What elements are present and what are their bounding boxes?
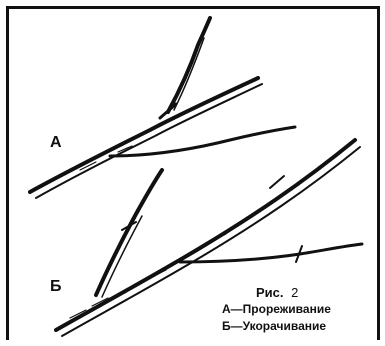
caption-number: 2 — [291, 285, 298, 300]
branch-a-lower-shoot — [110, 127, 295, 156]
branch-a-main-stem — [30, 78, 258, 192]
figure-caption: Рис. 2 А—Прореживание Б—Укорачивание — [222, 284, 331, 335]
branch-a-upright-shoot — [168, 18, 210, 112]
label-b: Б — [50, 278, 62, 296]
legend-item-a: А—Прореживание — [222, 301, 331, 318]
caption-title-line: Рис. 2 — [256, 284, 331, 301]
branch-b-cut-main — [270, 176, 284, 188]
legend-item-b: Б—Укорачивание — [222, 318, 331, 335]
branch-a-upright-shoot-edge — [174, 38, 204, 110]
label-a: А — [50, 134, 62, 152]
caption-title: Рис. — [256, 285, 284, 300]
